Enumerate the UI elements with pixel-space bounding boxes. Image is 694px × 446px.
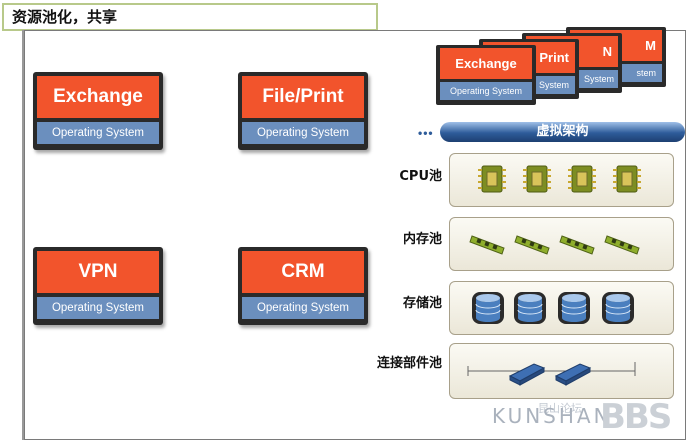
slide-title: 资源池化，共享 <box>2 3 378 31</box>
watermark-bbs: BBS <box>600 397 672 437</box>
server-file-print: File/Print Operating System <box>238 72 368 150</box>
pool-label-cpu: CPU池 <box>399 169 442 184</box>
network-switch-icon <box>467 362 636 386</box>
virtualization-banner: 虚拟架构 <box>440 122 685 142</box>
os-label: Operating System <box>440 82 532 100</box>
app-label: Exchange <box>440 48 532 79</box>
banner-dots-left: ••• <box>418 126 434 140</box>
pool-label-network: 连接部件池 <box>376 356 442 371</box>
os-label: Operating System <box>242 297 364 319</box>
watermark-brand: KUNSHAN <box>492 404 612 428</box>
watermark-cn: 昆山论坛 <box>538 402 582 415</box>
pool-label-storage: 存储池 <box>402 296 442 311</box>
memory-pool <box>449 217 674 271</box>
os-label: Operating System <box>242 122 364 144</box>
cpu-chip-icon <box>478 165 642 193</box>
app-label: VPN <box>37 251 159 293</box>
app-label: Exchange <box>37 76 159 118</box>
os-label: Operating System <box>37 297 159 319</box>
memory-module-icon <box>469 235 640 255</box>
server-crm: CRM Operating System <box>238 247 368 325</box>
network-pool <box>449 343 674 399</box>
server-vpn: VPN Operating System <box>33 247 163 325</box>
disk-storage-icon <box>472 291 635 325</box>
banner-dots-right: • <box>680 126 686 140</box>
server-exchange: Exchange Operating System <box>33 72 163 150</box>
vm-stack-card: Exchange Operating System <box>436 45 536 105</box>
os-label: Operating System <box>37 122 159 144</box>
diagram-frame <box>24 30 686 440</box>
app-label: CRM <box>242 251 364 293</box>
storage-pool <box>449 281 674 335</box>
cpu-pool <box>449 153 674 207</box>
frame-left-edge <box>22 30 25 440</box>
app-label: File/Print <box>242 76 364 118</box>
pool-label-memory: 内存池 <box>402 232 442 247</box>
